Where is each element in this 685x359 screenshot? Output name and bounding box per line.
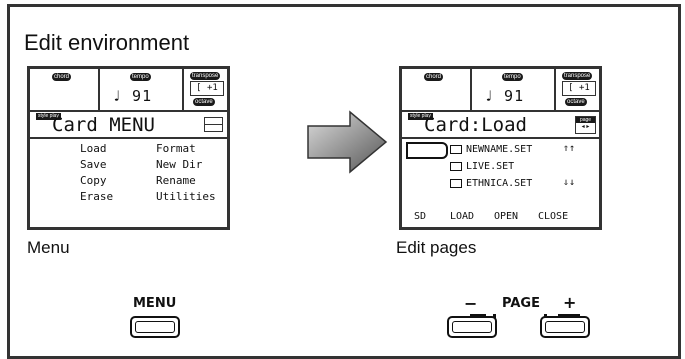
chord-badge: chord <box>424 73 444 81</box>
mode-badge: style play <box>408 113 433 120</box>
folder-icon <box>450 178 462 188</box>
page-arrows-icon: ◂ ▸ <box>581 124 590 130</box>
octave-badge: octave <box>193 98 215 106</box>
tempo-badge: tempo <box>502 73 523 81</box>
selection-cursor <box>406 142 448 159</box>
display-header: style play Card:Load page ◂ ▸ <box>402 112 599 139</box>
folder-icon <box>450 144 462 154</box>
display-header: style play Card MENU <box>30 112 227 139</box>
command-load[interactable]: LOAD <box>450 211 475 222</box>
scroll-up-icon[interactable]: ⇑↑ <box>562 143 575 154</box>
menu-button[interactable] <box>130 316 180 338</box>
page-icon-empty <box>204 117 223 132</box>
file-row[interactable]: LIVE.SET <box>450 159 514 174</box>
transpose-value: [ +1 <box>562 81 596 96</box>
page-plus-label: + <box>563 293 577 312</box>
command-close[interactable]: CLOSE <box>538 211 569 222</box>
transpose-badge: transpose <box>562 72 593 80</box>
caption-edit-pages: Edit pages <box>396 238 477 257</box>
menu-item-save[interactable]: Save <box>80 158 107 171</box>
transpose-value: [ +1 <box>190 81 224 96</box>
command-open[interactable]: OPEN <box>494 211 519 222</box>
tempo-value: ♩ 91 <box>484 87 525 105</box>
chord-badge: chord <box>52 73 72 81</box>
folder-icon <box>450 161 462 171</box>
file-row[interactable]: ETHNICA.SET <box>450 176 532 191</box>
menu-item-rename[interactable]: Rename <box>156 174 196 187</box>
file-name: LIVE.SET <box>466 161 515 172</box>
page-selector-icon[interactable]: page ◂ ▸ <box>575 116 596 134</box>
menu-item-erase[interactable]: Erase <box>80 190 114 203</box>
menu-item-load[interactable]: Load <box>80 142 107 155</box>
tempo-value: ♩ 91 <box>112 87 153 105</box>
menu-title: Card MENU <box>52 114 155 136</box>
tempo-badge: tempo <box>130 73 151 81</box>
file-name: NEWNAME.SET <box>466 144 533 155</box>
display-status-bar: chord tempo ♩ 91 transpose [ +1 octave <box>30 69 227 112</box>
scroll-down-icon[interactable]: ⇓↓ <box>562 177 575 188</box>
command-sd[interactable]: SD <box>414 211 427 222</box>
menu-item-utilities[interactable]: Utilities <box>156 190 216 203</box>
transpose-badge: transpose <box>190 72 221 80</box>
menu-display: chord tempo ♩ 91 transpose [ +1 octave s… <box>27 66 230 230</box>
page-up-button[interactable] <box>540 316 590 338</box>
caption-menu: Menu <box>27 238 70 257</box>
menu-item-copy[interactable]: Copy <box>80 174 107 187</box>
menu-button-label: MENU <box>133 296 177 311</box>
page-title: Card:Load <box>424 114 527 136</box>
menu-item-new-dir[interactable]: New Dir <box>156 158 203 171</box>
page-badge: page <box>576 117 595 123</box>
diagram-title: Edit environment <box>24 30 190 55</box>
display-status-bar: chord tempo ♩ 91 transpose [ +1 octave <box>402 69 599 112</box>
page-button-label: PAGE <box>502 296 540 311</box>
edit-page-display: chord tempo ♩ 91 transpose [ +1 octave s… <box>399 66 602 230</box>
page-minus-label: − <box>464 294 478 313</box>
menu-item-format[interactable]: Format <box>156 142 196 155</box>
file-row[interactable]: NEWNAME.SET <box>450 142 532 157</box>
transition-arrow-icon <box>307 110 388 174</box>
page-down-button[interactable] <box>447 316 497 338</box>
octave-badge: octave <box>565 98 587 106</box>
mode-badge: style play <box>36 113 61 120</box>
file-name: ETHNICA.SET <box>466 178 533 189</box>
